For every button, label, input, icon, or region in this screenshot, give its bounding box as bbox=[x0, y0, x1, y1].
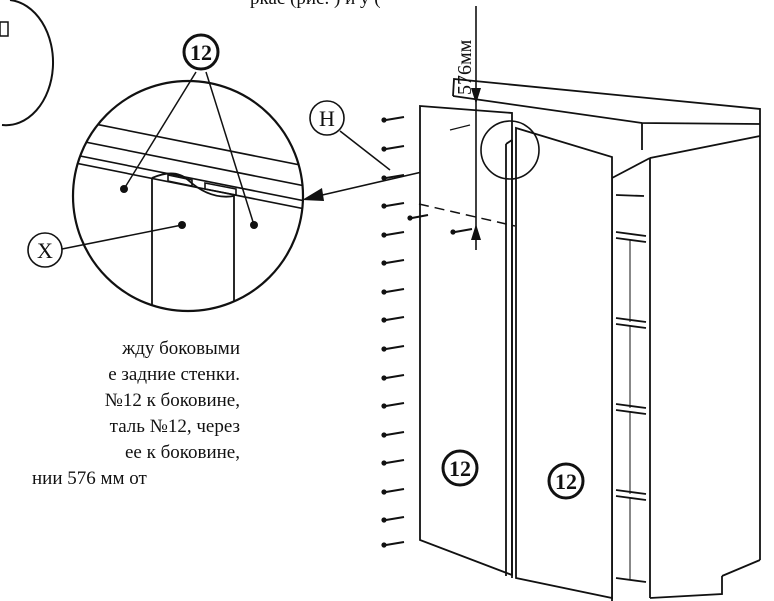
callout-12-left-panel-text: 12 bbox=[449, 456, 471, 481]
left-fragment-mark bbox=[0, 21, 9, 37]
leader-12-right bbox=[205, 71, 255, 226]
callout-h-text: H bbox=[319, 106, 335, 131]
dimension-576: 576мм bbox=[449, 6, 481, 250]
dimension-label: 576мм bbox=[454, 39, 476, 95]
instruction-line: №12 к боковине, bbox=[104, 390, 240, 411]
wardrobe-body bbox=[452, 78, 761, 601]
callout-12-left-panel: 12 bbox=[441, 449, 479, 487]
back-panel-right bbox=[515, 126, 613, 600]
callout-x-text: X bbox=[37, 238, 53, 263]
detail-circle bbox=[61, 71, 305, 313]
instruction-line: ее к боковине, bbox=[124, 442, 240, 463]
callout-12-top: 12 bbox=[182, 33, 220, 71]
left-partial-circle bbox=[1, 0, 55, 127]
instruction-line: таль №12, через bbox=[109, 416, 240, 437]
leader-12-left bbox=[123, 71, 197, 190]
leader-x bbox=[61, 224, 183, 250]
detail-source-circle bbox=[480, 120, 540, 180]
dashed-guide-line bbox=[418, 203, 516, 227]
callout-12-right-panel-text: 12 bbox=[555, 469, 577, 494]
center-divider bbox=[505, 139, 513, 578]
screws-column bbox=[381, 116, 473, 548]
callout-12-top-text: 12 bbox=[190, 40, 212, 65]
instruction-text: жду боковыми е задние стенки. №12 к боко… bbox=[0, 336, 240, 492]
instruction-line: е задние стенки. bbox=[108, 364, 240, 385]
instruction-line: жду боковыми bbox=[122, 338, 240, 359]
callout-x: X bbox=[27, 232, 63, 268]
callout-12-right-panel: 12 bbox=[547, 462, 585, 500]
callout-h: H bbox=[309, 100, 391, 171]
instruction-line: нии 576 мм от bbox=[32, 468, 147, 489]
